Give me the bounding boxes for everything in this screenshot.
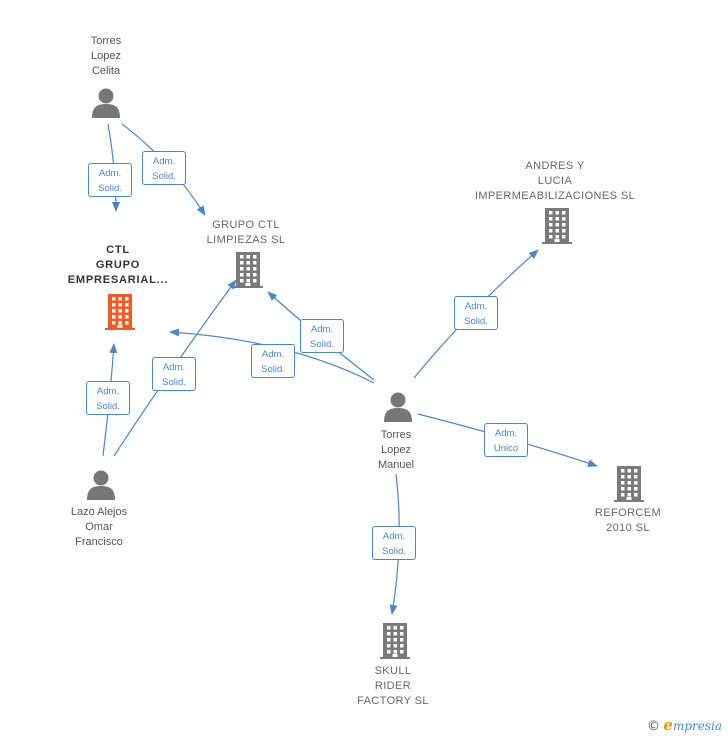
role-badge[interactable]: Adm. Solid. [300, 319, 344, 353]
role-badge[interactable]: Adm. Solid. [251, 344, 295, 378]
node-label-line: Lopez [381, 444, 411, 456]
role-badge-line: Adm. [494, 428, 518, 439]
node-label[interactable]: ANDRES Y LUCIA IMPERMEABILIZACIONES SL [470, 159, 640, 204]
node-label-line: ANDRES Y [525, 160, 585, 172]
node-label-line: Celita [91, 65, 121, 77]
role-badge[interactable]: Adm. Solid. [88, 163, 132, 197]
node-label-line: GRUPO [95, 259, 141, 271]
role-badge-line: Solid. [96, 401, 120, 412]
role-badge-line: Solid. [382, 546, 406, 557]
node-label-line: RIDER [374, 680, 412, 692]
node-label-line: SKULL [374, 665, 412, 677]
node-label-line: CTL [106, 244, 130, 256]
brand-logo-initial: e [663, 716, 673, 734]
copyright-symbol: © [647, 719, 661, 734]
role-badge-line: Solid. [310, 339, 334, 350]
node-label-line: Lazo Alejos [70, 506, 128, 518]
role-badge-line: Solid. [152, 171, 176, 182]
node-label-line: REFORCEM [594, 507, 662, 519]
node-label[interactable]: CTL GRUPO EMPRESARIAL... [33, 243, 203, 288]
role-badge[interactable]: Adm. Solid. [142, 151, 186, 185]
role-badge-line: Adm. [152, 156, 176, 167]
node-label-line: Manuel [377, 459, 415, 471]
role-badge-line: Solid. [162, 377, 186, 388]
node-label[interactable]: SKULL RIDER FACTORY SL [308, 664, 478, 709]
node-label-line: EMPRESARIAL... [67, 274, 169, 286]
node-label-line: LIMPIEZAS SL [206, 234, 286, 246]
role-badge-line: Solid. [261, 364, 285, 375]
node-label-line: FACTORY SL [357, 695, 429, 707]
building-icon[interactable] [233, 252, 263, 293]
building-icon[interactable] [380, 623, 410, 664]
node-label-line: Lopez [91, 50, 121, 62]
role-badge-line: Adm. [96, 386, 120, 397]
person-icon[interactable] [383, 391, 413, 428]
building-icon[interactable] [614, 466, 644, 507]
role-badge-line: Adm. [261, 349, 285, 360]
node-label-line: Torres [380, 429, 412, 441]
node-label-line: LUCIA [537, 175, 573, 187]
node-label[interactable]: GRUPO CTL LIMPIEZAS SL [161, 218, 331, 248]
person-icon[interactable] [91, 87, 121, 124]
role-badge[interactable]: Adm. Solid. [372, 526, 416, 560]
role-badge-line: Adm. [162, 362, 186, 373]
role-badge[interactable]: Adm. Solid. [152, 357, 196, 391]
brand-logo-text: mpresia [672, 719, 722, 733]
role-badge[interactable]: Adm. Solid. [86, 381, 130, 415]
node-label-line: Torres [90, 35, 122, 47]
role-badge[interactable]: Adm. Solid. [454, 296, 498, 330]
role-badge-line: Solid. [464, 316, 488, 327]
node-label-line: IMPERMEABILIZACIONES SL [474, 190, 636, 202]
node-label[interactable]: REFORCEM 2010 SL [543, 506, 713, 536]
role-badge-line: Adm. [310, 324, 334, 335]
building-icon[interactable] [542, 208, 572, 249]
footer: © empresia [647, 716, 722, 734]
building-icon[interactable] [105, 294, 135, 335]
node-label-line: GRUPO CTL [212, 219, 280, 231]
role-badge-line: Adm. [382, 531, 406, 542]
role-badge-line: Unico [493, 443, 519, 454]
role-badge-line: Adm. [98, 168, 122, 179]
role-badge-line: Adm. [464, 301, 488, 312]
role-badge-line: Solid. [98, 183, 122, 194]
role-badge[interactable]: Adm. Unico [484, 423, 528, 457]
node-label-line: 2010 SL [606, 522, 650, 534]
person-icon[interactable] [86, 469, 116, 506]
node-label-line: Omar [85, 521, 113, 533]
node-label-line: Francisco [75, 536, 123, 548]
